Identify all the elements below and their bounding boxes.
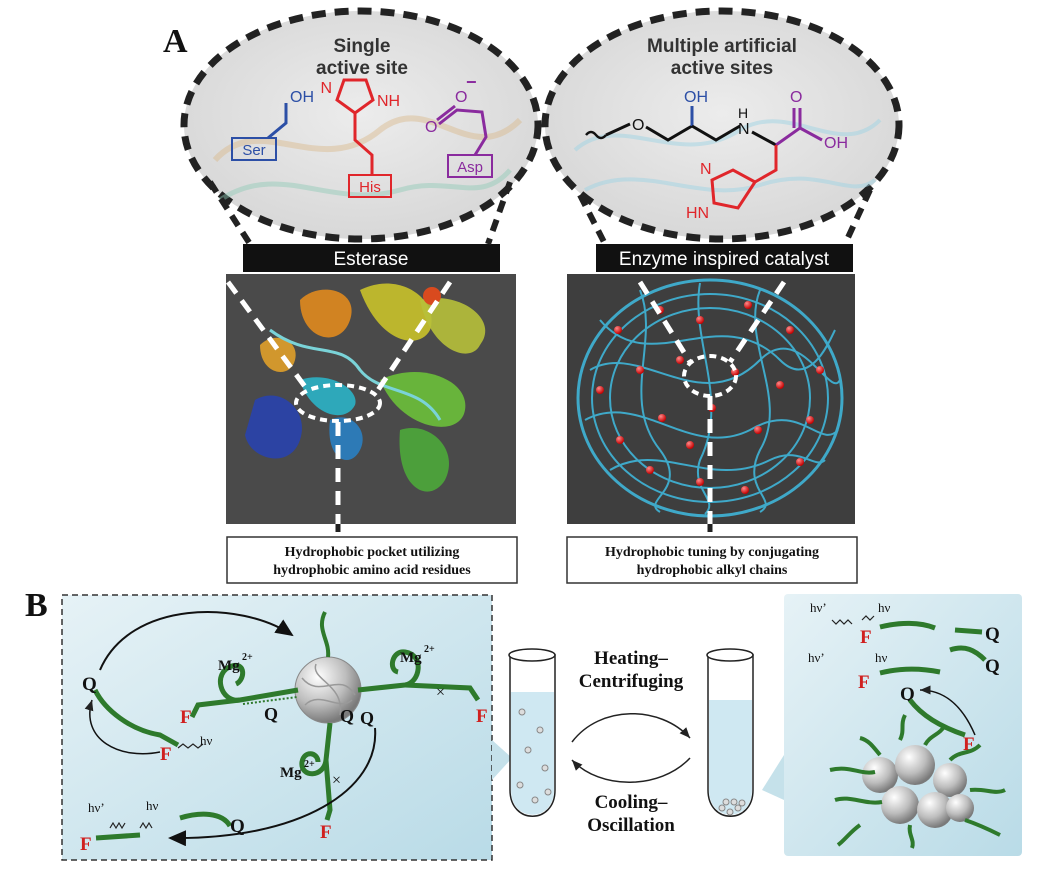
- catalyst-h-label: H: [738, 105, 748, 121]
- tube-left: [508, 648, 556, 817]
- hv-prime-label-2: hν’: [810, 600, 827, 615]
- catalyst-caption-line1: Hydrophobic tuning by conjugating: [605, 545, 819, 560]
- mg-charge-2: 2+: [424, 644, 435, 655]
- reverse-arrow: [571, 757, 691, 783]
- hv-prime-label-1: hν’: [88, 800, 105, 815]
- aspartate-label: Asp: [457, 159, 483, 176]
- histidine-n-label: N: [320, 80, 332, 97]
- right-bubble-title-line2: active sites: [671, 58, 773, 79]
- serine-structure: OH Ser: [231, 89, 314, 161]
- esterase-caption-box: [226, 536, 518, 584]
- left-active-site-bubble: Single active site OH Ser N NH His O O −…: [180, 7, 542, 243]
- catalyst-ring-n-label: N: [700, 161, 712, 178]
- catalyst-n-label: N: [738, 121, 750, 138]
- fluorophore-f-3: F: [320, 822, 332, 843]
- fluorophore-f-right-3: F: [963, 734, 975, 755]
- fluorophore-f-released: F: [80, 834, 92, 855]
- histidine-label: His: [359, 179, 381, 196]
- catalyst-caption-box: [566, 536, 858, 584]
- aspartate-structure: O O − Asp: [425, 72, 493, 178]
- esterase-protein-image: [225, 274, 516, 524]
- catalyst-caption-line2: hydrophobic alkyl chains: [637, 563, 788, 578]
- catalyst-oh-label: OH: [684, 89, 708, 106]
- panel-a-label: A: [163, 23, 188, 60]
- histidine-structure: N NH His: [320, 78, 400, 198]
- fluorophore-f-right-1: F: [860, 627, 872, 648]
- quencher-q-right-2: Q: [985, 656, 1000, 677]
- aspartate-charge: −: [466, 72, 477, 92]
- catalyst-structure: O OH H N O OH N HN: [585, 89, 848, 222]
- tube-right: [706, 648, 754, 817]
- hv-label-4: hν: [875, 650, 888, 665]
- catalyst-header-text: Enzyme inspired catalyst: [619, 249, 830, 270]
- fluorophore-f-right-2: F: [858, 672, 870, 693]
- right-bubble-title-line1: Multiple artificial: [647, 36, 797, 57]
- fluorophore-f-1: F: [180, 707, 192, 728]
- aspartate-o-label: O: [425, 119, 437, 136]
- right-active-site-bubble: Multiple artificial active sites O OH H …: [541, 7, 903, 243]
- esterase-caption-line2: hydrophobic amino acid residues: [273, 563, 471, 578]
- reverse-process-line2: Oscillation: [587, 815, 675, 836]
- catalyst-header: [596, 244, 853, 272]
- hv-prime-label-3: hν’: [808, 650, 825, 665]
- serine-oh-label: OH: [290, 89, 314, 106]
- quencher-q-2: Q: [360, 708, 374, 728]
- esterase-header: [243, 244, 500, 272]
- catalyst-acid-oh-label: OH: [824, 135, 848, 152]
- aggregated-state-panel: Q F hν’ hν Q F hν’ hν Q F: [762, 594, 1022, 856]
- fluorophore-f-free-left: F: [160, 744, 172, 765]
- hv-label-2: hν: [146, 798, 159, 813]
- catalyst-network-image: [567, 274, 855, 524]
- esterase-red-region: [423, 287, 441, 305]
- catalyst-hn-label: HN: [686, 205, 709, 222]
- aspartate-o-minus-label: O: [455, 89, 467, 106]
- quencher-q-right-1: Q: [985, 624, 1000, 645]
- forward-arrow: [571, 713, 691, 743]
- reverse-process-line1: Cooling–: [595, 792, 668, 813]
- hv-label-1: hν: [200, 733, 213, 748]
- histidine-nh-label: NH: [377, 93, 400, 110]
- cleavage-mark-2: ×: [436, 684, 445, 701]
- left-bubble-title-line2: active site: [316, 58, 408, 79]
- cleavage-mark-3: ×: [332, 772, 341, 789]
- mg-label-3: Mg: [280, 765, 302, 781]
- quencher-q-1: Q: [264, 704, 278, 724]
- forward-process-line2: Centrifuging: [579, 671, 684, 692]
- serine-label: Ser: [242, 142, 265, 159]
- quencher-q-released: Q: [230, 816, 245, 837]
- left-bubble-title-line1: Single: [333, 36, 390, 57]
- catalyst-o-label: O: [632, 117, 644, 134]
- quencher-q-3: Q: [340, 706, 354, 726]
- mg-charge-1: 2+: [242, 652, 253, 663]
- catalyst-carbonyl-o-label: O: [790, 89, 802, 106]
- dispersed-state-panel: Mg 2+ F Q Mg 2+ × F Q Mg 2+ × Q F Q F hν…: [61, 594, 512, 861]
- hv-label-3: hν: [878, 600, 891, 615]
- esterase-caption-line1: Hydrophobic pocket utilizing: [285, 545, 460, 560]
- mg-label-1: Mg: [218, 658, 240, 674]
- bead-aggregate: [829, 714, 1006, 849]
- fluorophore-f-2: F: [476, 706, 488, 727]
- esterase-header-text: Esterase: [334, 249, 409, 270]
- panel-b-label: B: [25, 587, 48, 624]
- mg-label-2: Mg: [400, 650, 422, 666]
- forward-process-line1: Heating–: [594, 648, 668, 669]
- mg-charge-3: 2+: [304, 759, 315, 770]
- quencher-q-free-left: Q: [82, 674, 97, 695]
